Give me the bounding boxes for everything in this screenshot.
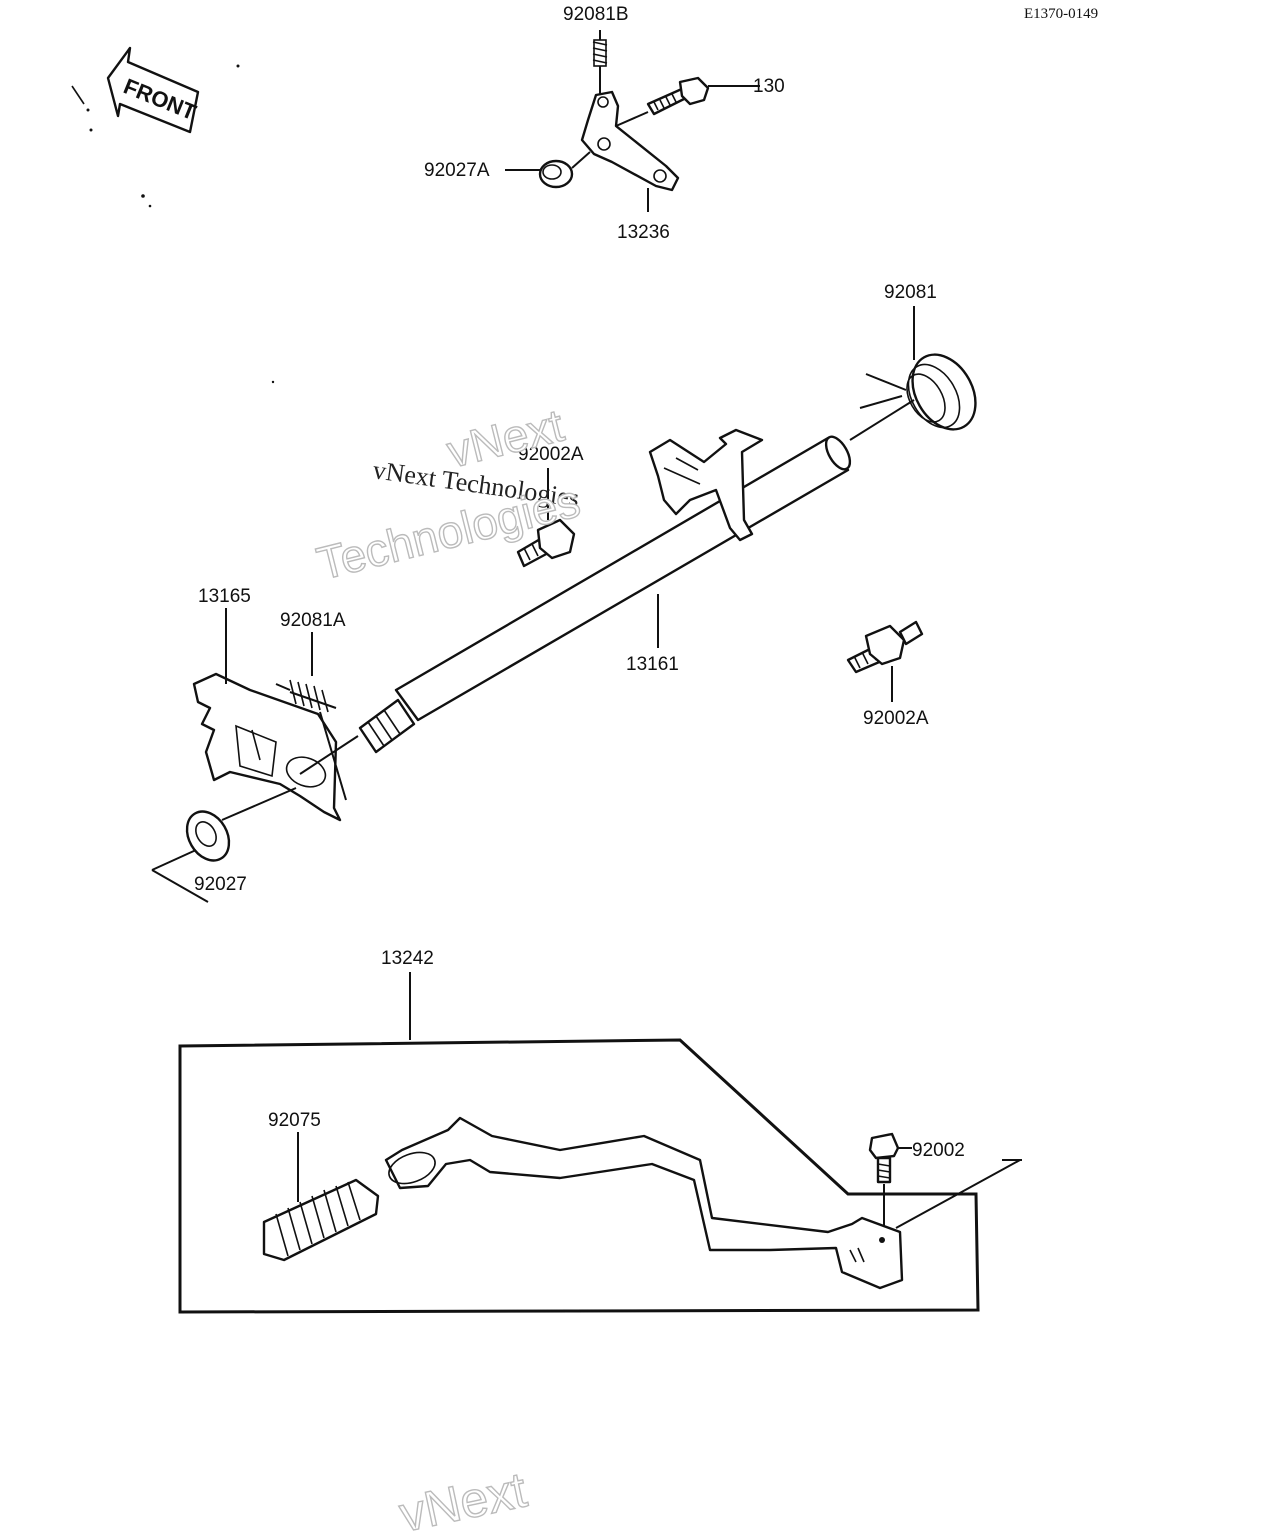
spring-92081B-part xyxy=(592,30,608,95)
leader-shaft-plate xyxy=(299,735,359,775)
label-92027: 92027 xyxy=(194,874,247,895)
rubber-92075-part xyxy=(262,1132,380,1262)
label-92002A-right: 92002A xyxy=(863,708,929,729)
label-92002: 92002 xyxy=(912,1140,965,1161)
label-13242: 13242 xyxy=(381,948,434,969)
label-92027A: 92027A xyxy=(424,160,490,181)
watermark-line2: vNext xyxy=(442,399,569,478)
label-92075: 92075 xyxy=(268,1110,321,1131)
bolt-92002A-top-part xyxy=(516,468,576,568)
scan-specks xyxy=(71,64,275,384)
washer-92027-part xyxy=(151,787,297,903)
bolt-92002-part xyxy=(868,1132,1022,1229)
collar-92027A-part xyxy=(505,151,591,189)
bolt-130-part xyxy=(615,76,760,127)
label-13165: 13165 xyxy=(198,586,251,607)
label-92081: 92081 xyxy=(884,282,937,303)
bolt-92002A-right-part xyxy=(846,620,924,702)
spring-92081-part xyxy=(849,353,977,441)
label-92081B: 92081B xyxy=(563,4,629,25)
label-130: 130 xyxy=(753,76,785,97)
lever-assembly-box xyxy=(178,972,980,1314)
plate-13236-part xyxy=(580,90,680,192)
watermark-bottom: vNext xyxy=(395,1461,532,1536)
spring-92081A-part xyxy=(275,632,347,801)
label-92002A-top: 92002A xyxy=(518,444,584,465)
label-92081A: 92081A xyxy=(280,610,346,631)
plate-13165-part xyxy=(192,608,342,822)
diagram-code: E1370-0149 xyxy=(1024,6,1098,22)
lever-13242-part xyxy=(384,1116,904,1290)
shaft-13161-part xyxy=(358,428,852,754)
label-13161: 13161 xyxy=(626,654,679,675)
label-13236: 13236 xyxy=(617,222,670,243)
front-arrow-icon: FRONT xyxy=(106,46,200,134)
